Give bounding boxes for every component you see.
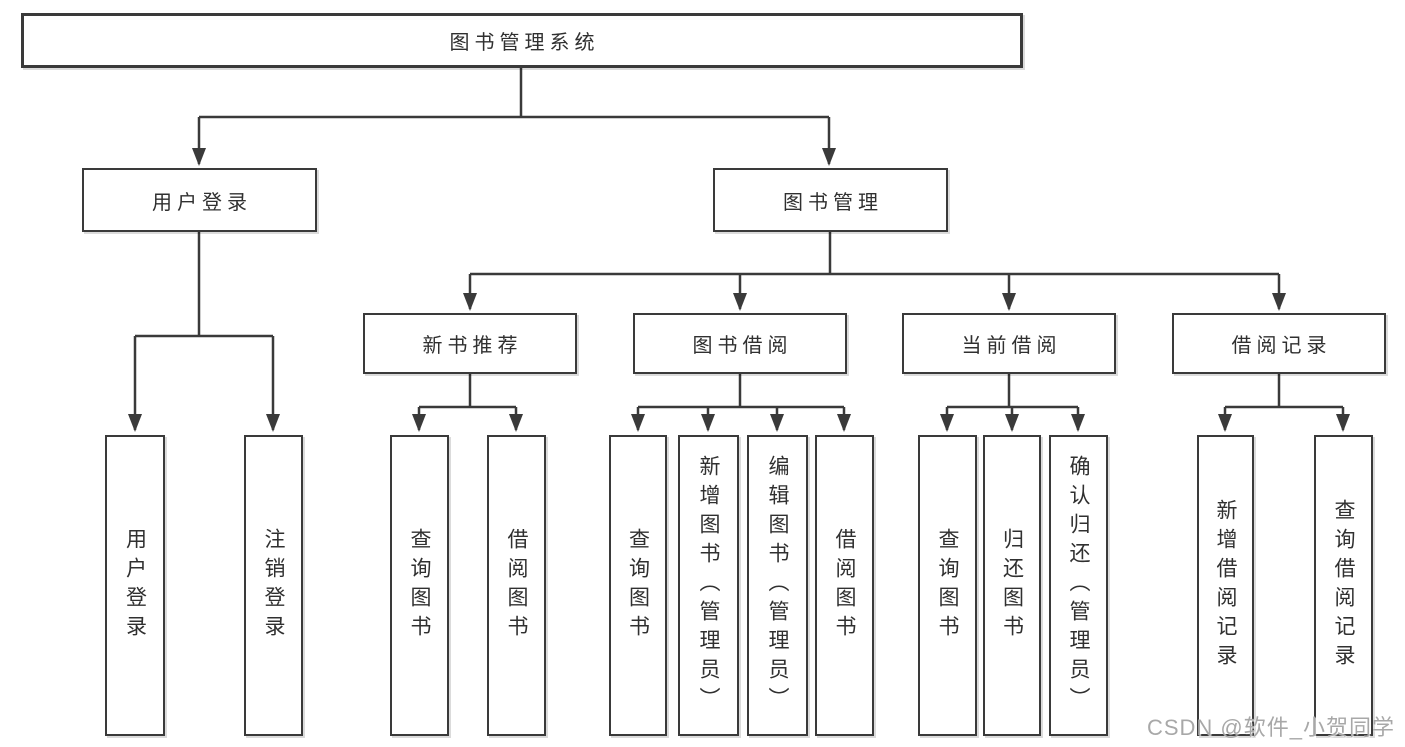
node-book-borrow: 图书借阅 [633,313,847,374]
leaf-label: 注销登录 [262,527,285,644]
node-current-borrow: 当前借阅 [902,313,1116,374]
leaf-label: 借阅图书 [833,527,856,644]
csdn-watermark: CSDN @软件_小贺同学 [1146,715,1395,740]
leaf-records-query: 查询借阅记录 [1314,435,1373,736]
leaf-label: 编辑图书（管理员） [766,455,789,716]
node-new-books-label: 新书推荐 [422,335,523,357]
leaf-current-query: 查询图书 [918,435,977,736]
node-new-books: 新书推荐 [363,313,577,374]
node-book-mgmt-label: 图书管理 [783,191,883,214]
leaf-borrow-edit-admin: 编辑图书（管理员） [747,435,808,736]
node-borrow-records-label: 借阅记录 [1231,335,1332,357]
node-user-login: 用户登录 [82,168,317,232]
leaf-current-confirm-admin: 确认归还（管理员） [1049,435,1108,736]
node-user-login-label: 用户登录 [152,191,252,214]
leaf-logout: 注销登录 [244,435,303,736]
node-root-label: 图书管理系统 [449,32,600,54]
leaf-borrow-borrow: 借阅图书 [815,435,874,736]
leaf-borrow-query: 查询图书 [609,435,667,736]
leaf-label: 用户登录 [123,527,147,644]
leaf-records-add: 新增借阅记录 [1197,435,1254,736]
node-book-mgmt: 图书管理 [713,168,948,232]
leaf-label: 新增图书（管理员） [697,455,720,716]
node-current-borrow-label: 当前借阅 [961,335,1062,357]
leaf-new-books-borrow: 借阅图书 [487,435,546,736]
leaf-label: 查询图书 [626,527,650,644]
leaf-borrow-add-admin: 新增图书（管理员） [678,435,739,736]
leaf-label: 借阅图书 [505,527,528,644]
leaf-user-login: 用户登录 [105,435,165,736]
node-book-borrow-label: 图书借阅 [692,335,793,357]
leaf-label: 查询图书 [408,527,431,644]
leaf-label: 查询借阅记录 [1332,498,1355,673]
node-root: 图书管理系统 [21,13,1023,68]
leaf-new-books-query: 查询图书 [390,435,449,736]
leaf-current-return: 归还图书 [983,435,1041,736]
leaf-label: 查询图书 [936,527,959,644]
leaf-label: 归还图书 [1000,527,1024,644]
node-borrow-records: 借阅记录 [1172,313,1386,374]
leaf-label: 确认归还（管理员） [1067,455,1090,716]
leaf-label: 新增借阅记录 [1214,498,1237,673]
